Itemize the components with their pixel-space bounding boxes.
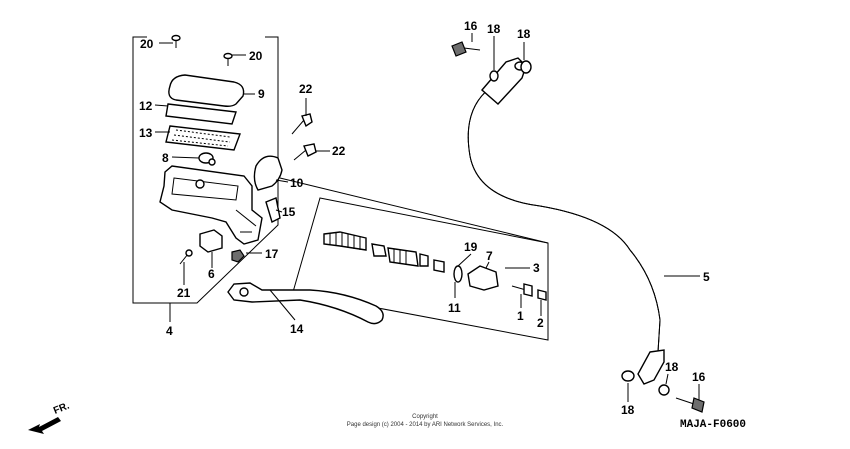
clutch-lever [227, 282, 384, 325]
sealing-washer-lower-left [621, 370, 635, 382]
callout-15: 15 [282, 205, 296, 219]
sealing-washer-lower-right [658, 384, 670, 396]
callout-13: 13 [139, 126, 153, 140]
diaphragm-plate [165, 103, 237, 125]
screw-20-left [171, 34, 181, 48]
callout-21: 21 [177, 286, 191, 300]
callout-10: 10 [290, 176, 304, 190]
callout-12: 12 [139, 99, 153, 113]
callout-22-bottom: 22 [332, 144, 346, 158]
callout-14: 14 [290, 322, 304, 336]
callout-16-bottom: 16 [692, 370, 706, 384]
callout-6: 6 [208, 267, 215, 281]
master-cylinder-group-frame [132, 36, 279, 304]
callout-20-left: 20 [140, 37, 154, 51]
bolt-22-lower [293, 143, 317, 161]
piston-boot [467, 265, 499, 291]
push-rod [511, 283, 533, 297]
lock-nut [537, 289, 547, 301]
callout-11: 11 [448, 301, 461, 315]
callout-20-right: 20 [249, 49, 263, 63]
callout-3: 3 [533, 261, 540, 275]
screw-20-right [223, 52, 233, 66]
front-direction-label: FR. [52, 400, 71, 416]
lower-banjo-fitting [637, 349, 665, 385]
callout-2: 2 [537, 316, 544, 330]
copyright-line: Copyright [412, 414, 438, 420]
clutch-hose [467, 87, 661, 353]
reservoir-cap [168, 74, 245, 107]
callout-1: 1 [517, 309, 524, 323]
callout-5: 5 [703, 270, 710, 284]
bolt-22-upper [291, 113, 313, 135]
circlip [453, 265, 463, 283]
page-design-credit: Page design (c) 2004 - 2014 by ARI Netwo… [347, 422, 504, 428]
callout-18-top-left: 18 [487, 22, 501, 36]
float-part [198, 152, 216, 166]
callout-4: 4 [166, 324, 173, 338]
diaphragm [165, 125, 241, 151]
callout-18-bottom: 18 [621, 403, 635, 417]
leader-lines [154, 33, 700, 402]
banjo-bolt-lower [675, 397, 705, 413]
clutch-switch [199, 229, 223, 253]
sealing-washer-upper-right [520, 60, 532, 74]
callout-22-top: 22 [299, 82, 313, 96]
bolt-21 [179, 249, 193, 265]
callout-19: 19 [464, 240, 478, 254]
banjo-bolt-upper [451, 41, 481, 57]
piston-spring [323, 231, 367, 251]
nut-17 [231, 249, 245, 263]
callout-18-top-right: 18 [517, 27, 531, 41]
sealing-washer-upper-left [489, 70, 499, 82]
holder-clamp [253, 155, 283, 191]
callout-18-mid: 18 [665, 360, 679, 374]
piston [371, 243, 445, 273]
callout-8: 8 [162, 151, 169, 165]
callout-9: 9 [258, 87, 265, 101]
switch-pin [265, 197, 281, 223]
callout-16-top: 16 [464, 19, 478, 33]
callout-7: 7 [486, 249, 493, 263]
piston-kit-group-frame [292, 197, 549, 341]
front-direction-arrow: FR. [28, 400, 71, 434]
callout-17: 17 [265, 247, 279, 261]
diagram-code: MAJA-F0600 [680, 419, 746, 431]
